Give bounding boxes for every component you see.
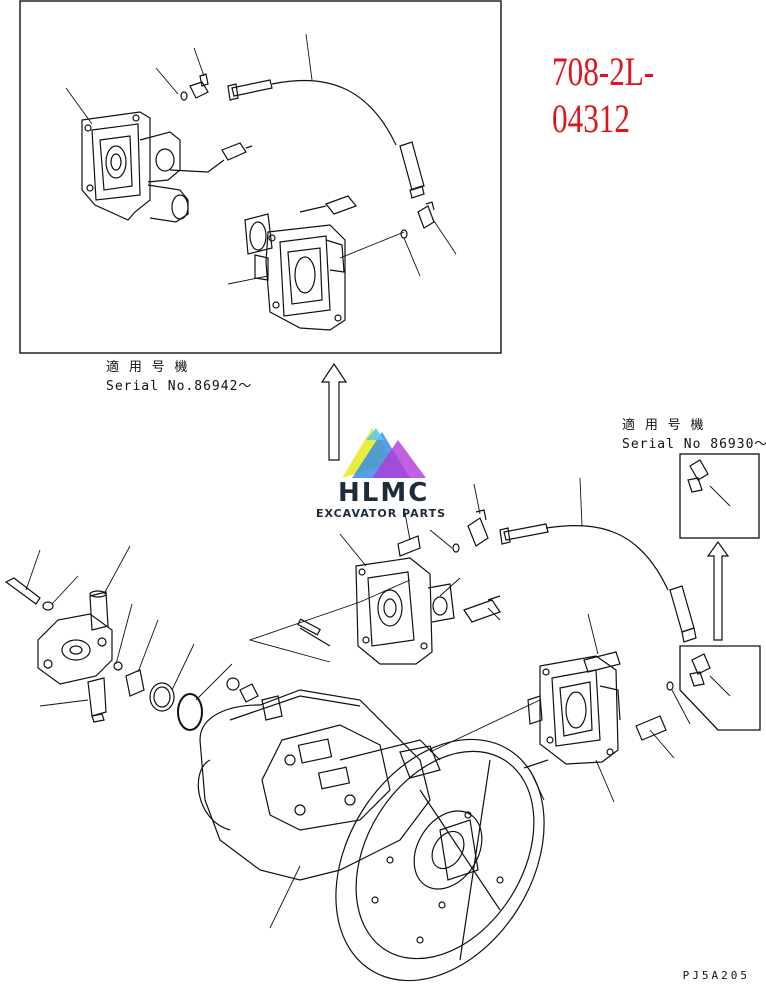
top-inset-frame	[19, 0, 502, 354]
sheet-code: PJ5A205	[682, 969, 750, 982]
main-leader-lines	[248, 477, 691, 803]
top-inset-serial-number: Serial No.86942～	[106, 379, 253, 394]
inset-servo-valve-right	[244, 195, 357, 331]
center-servo-valve	[297, 509, 697, 665]
left-sleeve	[89, 590, 109, 631]
hlmc-logo-icon	[342, 428, 426, 478]
inset-leader-lines	[65, 33, 457, 285]
right-inset-fitting	[687, 459, 731, 507]
up-arrow-main	[320, 362, 348, 461]
right-inset-serial-jp: 適 用 号 機	[622, 418, 705, 433]
left-seals-and-rings	[113, 661, 203, 731]
top-inset-serial-jp: 適 用 号 機	[106, 360, 189, 375]
left-leader-lines	[25, 545, 301, 929]
watermark-tagline: EXCAVATOR PARTS	[316, 507, 446, 520]
part-number: 708-2L-04312	[552, 49, 655, 141]
lower-right-fitting-box	[679, 645, 761, 731]
right-servo-valve	[523, 651, 674, 769]
inset-servo-valve-left	[81, 111, 253, 223]
left-bolt-and-washer	[4, 577, 54, 611]
watermark-brand: HLMC	[338, 478, 430, 508]
lower-right-fitting	[689, 653, 731, 697]
left-sensor	[87, 677, 107, 723]
inset-hose-assembly	[180, 73, 435, 239]
left-pump-cover	[37, 613, 113, 685]
right-inset-serial-number: Serial No 86930～	[622, 437, 766, 452]
right-inset-frame	[679, 453, 760, 539]
pump-mounting-flange	[335, 738, 545, 982]
main-pump-housing	[197, 677, 441, 881]
up-arrow-right	[706, 540, 730, 641]
